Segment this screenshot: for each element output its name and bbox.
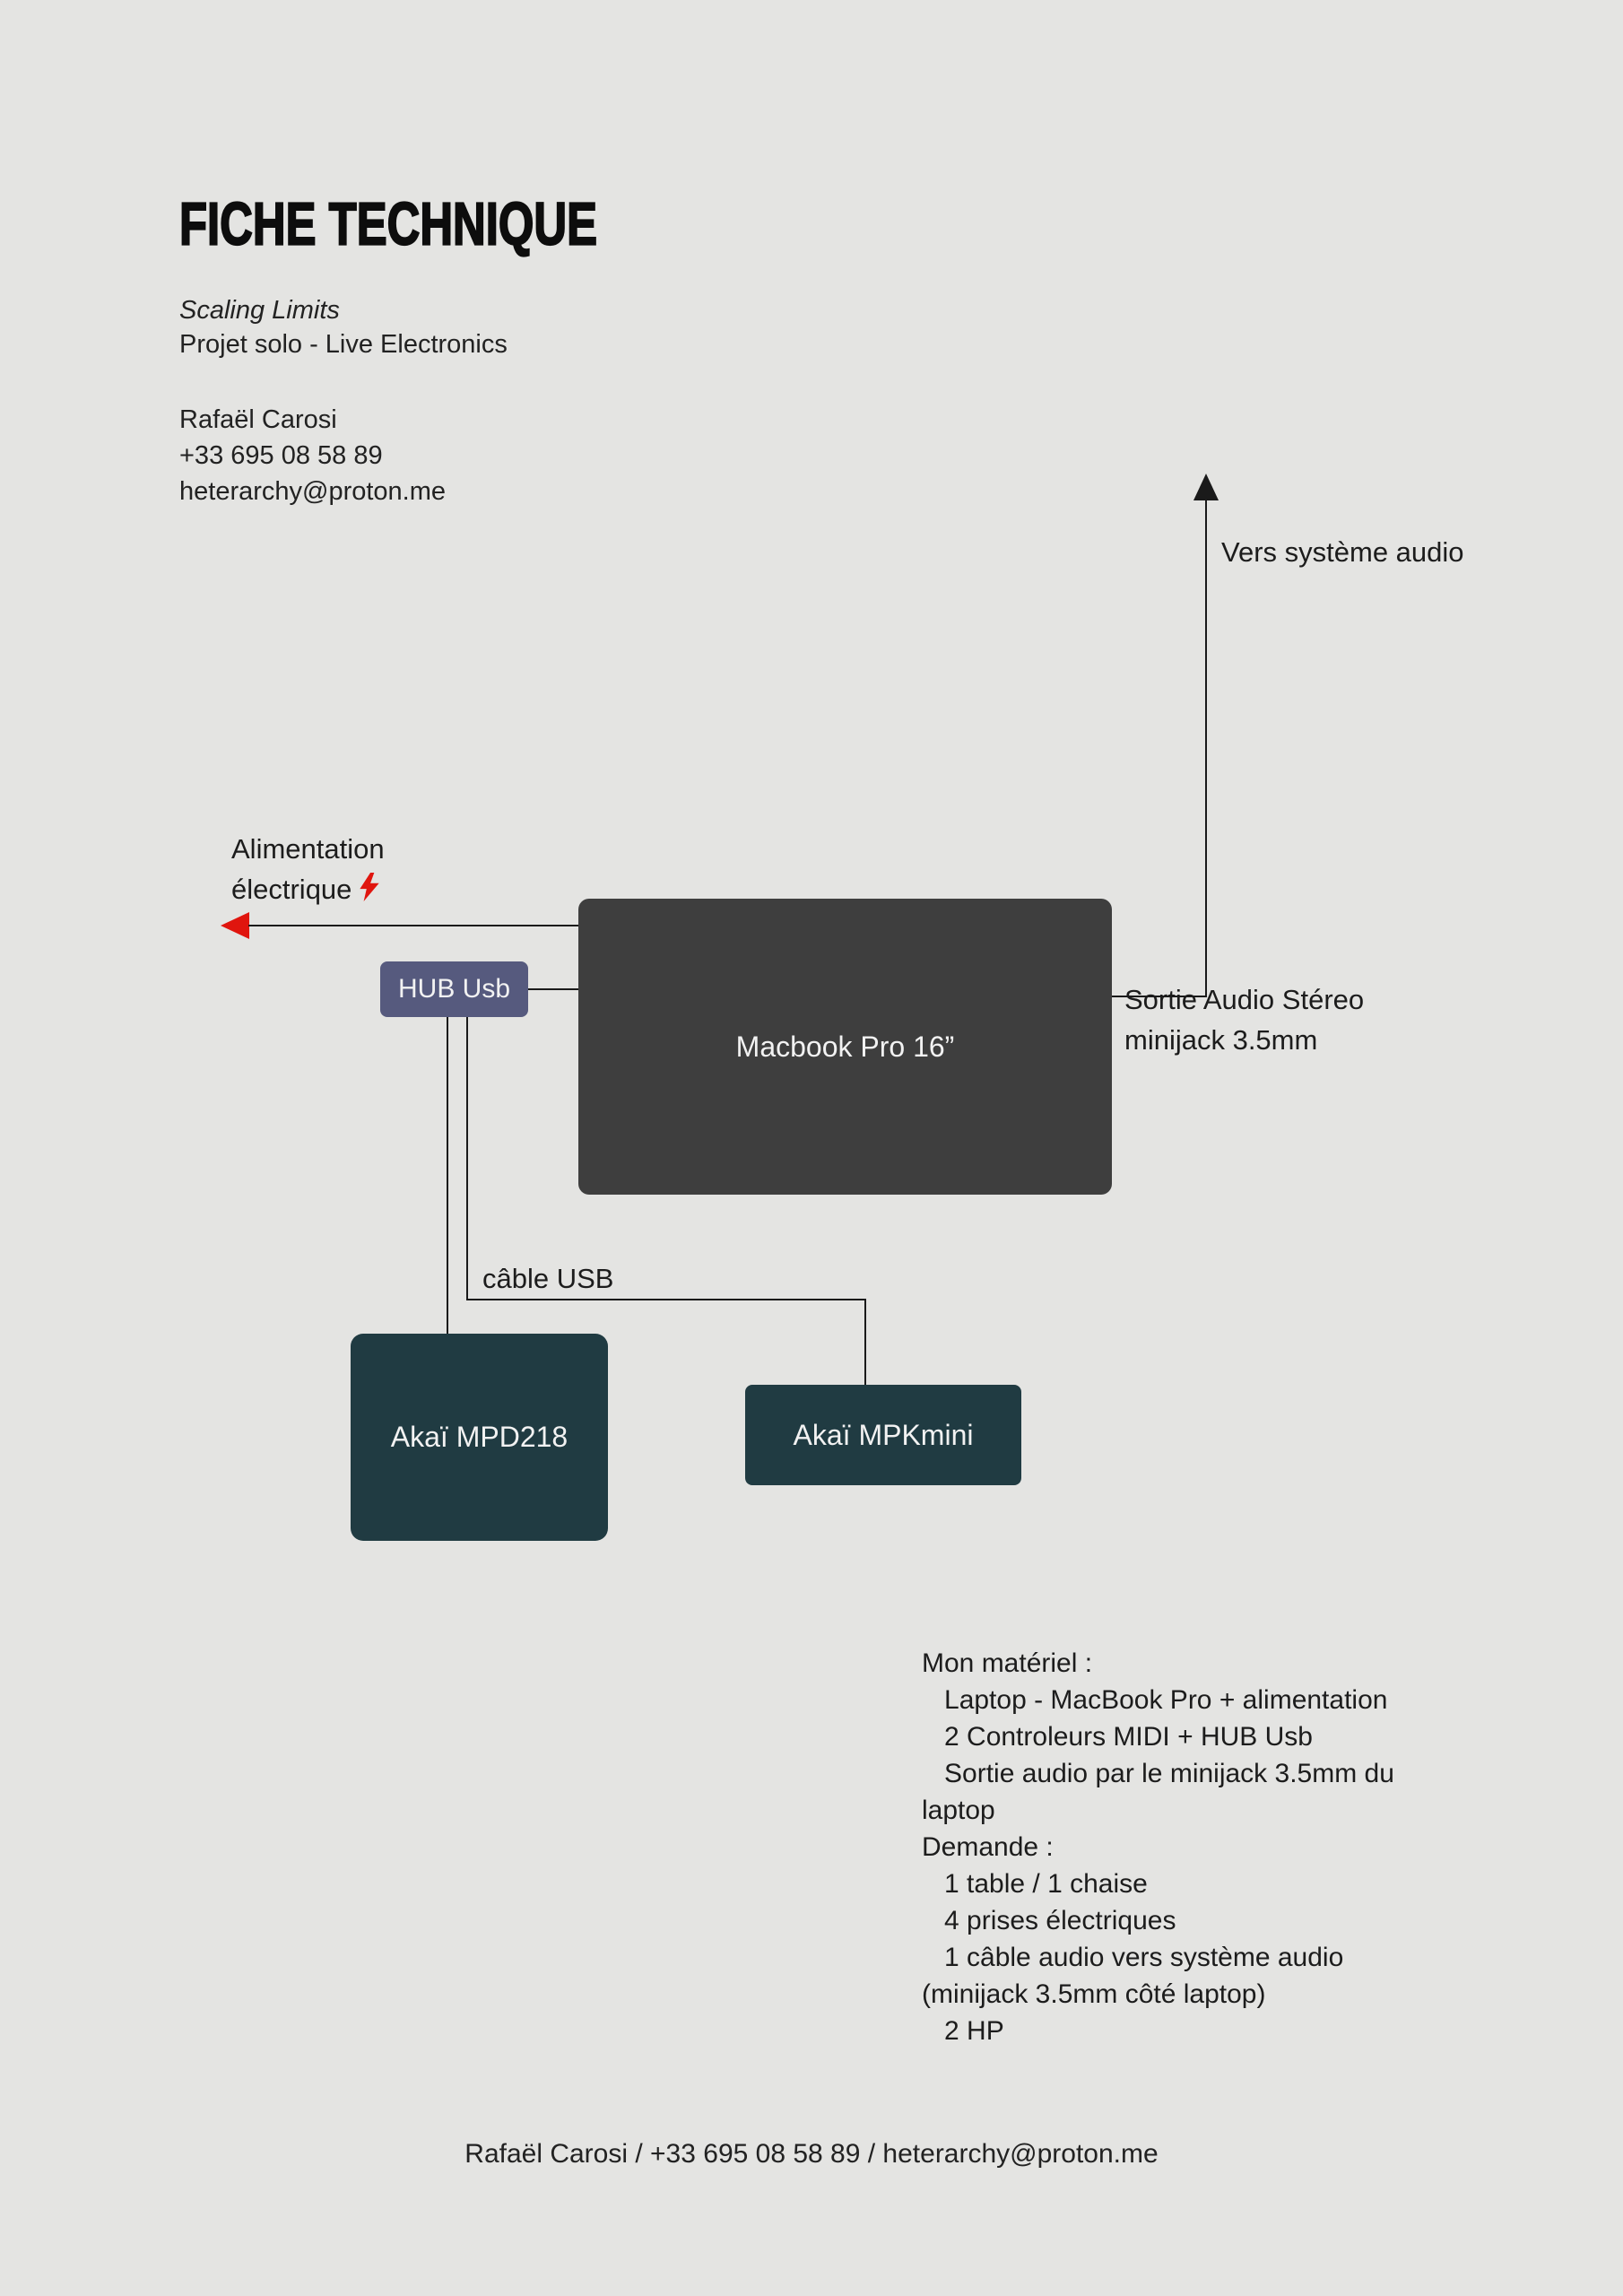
contact-email: heterarchy@proton.me bbox=[179, 477, 447, 506]
note-line: 1 câble audio vers système audio bbox=[922, 1943, 1344, 1972]
power-label: Alimentation électrique bbox=[231, 829, 385, 912]
hub-mpkmini-line-horizontal bbox=[466, 1299, 866, 1300]
node-mpkmini-label: Akaï MPKmini bbox=[793, 1418, 974, 1451]
page-title: FICHE TECHNIQUE bbox=[178, 190, 598, 259]
usb-cable-label: câble USB bbox=[482, 1263, 614, 1294]
contact-name: Rafaël Carosi bbox=[179, 405, 337, 434]
note-line: 2 HP bbox=[922, 2016, 1004, 2046]
node-hub-usb: HUB Usb bbox=[380, 961, 528, 1017]
node-mpd218-label: Akaï MPD218 bbox=[390, 1421, 568, 1453]
hub-macbook-line bbox=[527, 988, 579, 990]
node-hub-label: HUB Usb bbox=[397, 974, 511, 1004]
contact-block: Rafaël Carosi +33 695 08 58 89 heterarch… bbox=[179, 402, 446, 509]
power-label-line1: Alimentation bbox=[231, 833, 385, 865]
note-line: Laptop - MacBook Pro + alimentation bbox=[922, 1685, 1388, 1715]
hub-mpkmini-line-vertical2 bbox=[864, 1299, 866, 1385]
note-line: 1 table / 1 chaise bbox=[922, 1869, 1148, 1899]
power-label-line2: électrique bbox=[231, 874, 352, 905]
audio-out-label-line2: minijack 3.5mm bbox=[1124, 1024, 1318, 1056]
audio-out-label: Sortie Audio Stéreo minijack 3.5mm bbox=[1124, 979, 1364, 1060]
footer-contact: Rafaël Carosi / +33 695 08 58 89 / heter… bbox=[464, 2139, 1159, 2169]
equipment-notes: Mon matériel : Laptop - MacBook Pro + al… bbox=[922, 1645, 1394, 2049]
node-akai-mpkmini: Akaï MPKmini bbox=[745, 1385, 1021, 1485]
note-line: Sortie audio par le minijack 3.5mm du bbox=[922, 1759, 1394, 1788]
node-akai-mpd218: Akaï MPD218 bbox=[351, 1334, 608, 1541]
power-line bbox=[248, 925, 578, 926]
lightning-icon bbox=[359, 872, 380, 912]
note-line: Mon matériel : bbox=[922, 1648, 1093, 1678]
contact-phone: +33 695 08 58 89 bbox=[179, 441, 383, 470]
note-line: 2 Controleurs MIDI + HUB Usb bbox=[922, 1722, 1313, 1752]
note-line: laptop bbox=[922, 1796, 995, 1825]
node-macbook-label: Macbook Pro 16” bbox=[735, 1030, 955, 1063]
hub-mpd218-line bbox=[447, 1017, 448, 1335]
arrow-up-icon bbox=[1193, 474, 1219, 500]
hub-mpkmini-line-vertical1 bbox=[466, 1017, 468, 1300]
audio-system-label: Vers système audio bbox=[1221, 536, 1464, 568]
note-line: (minijack 3.5mm côté laptop) bbox=[922, 1979, 1266, 2009]
arrow-left-icon bbox=[221, 912, 249, 939]
audio-line-horizontal bbox=[1112, 996, 1207, 997]
audio-line-vertical bbox=[1205, 499, 1207, 997]
audio-out-label-line1: Sortie Audio Stéreo bbox=[1124, 984, 1365, 1015]
node-macbook: Macbook Pro 16” bbox=[578, 899, 1112, 1195]
project-type: Projet solo - Live Electronics bbox=[179, 330, 508, 359]
project-name: Scaling Limits bbox=[179, 296, 340, 325]
note-line: Demande : bbox=[922, 1832, 1054, 1862]
note-line: 4 prises électriques bbox=[922, 1906, 1176, 1935]
